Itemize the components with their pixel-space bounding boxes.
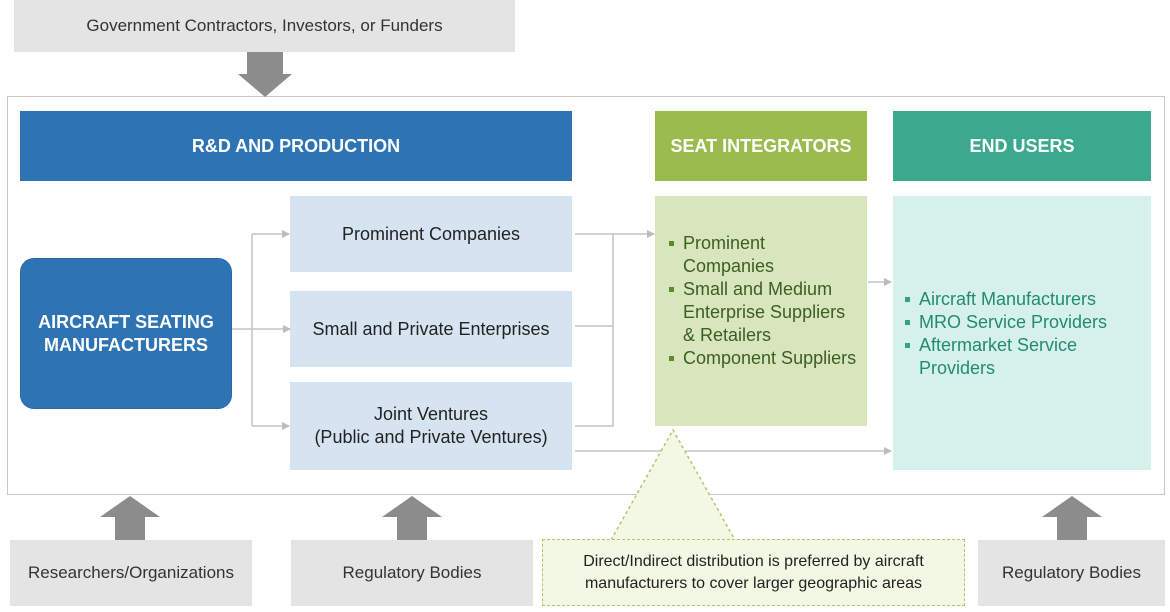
list-item: Small and Medium Enterprise Suppliers & … bbox=[669, 278, 857, 347]
regulatory-bodies-label: Regulatory Bodies bbox=[342, 563, 482, 582]
list-item: Aircraft Manufacturers bbox=[905, 288, 1141, 311]
distribution-note-text: Direct/Indirect distribution is preferre… bbox=[583, 552, 924, 592]
researchers-box: Researchers/Organizations bbox=[10, 540, 252, 606]
list-item: MRO Service Providers bbox=[905, 311, 1141, 334]
regulatory-bodies-box-1: Regulatory Bodies bbox=[291, 540, 533, 606]
up-arrow-icon bbox=[100, 496, 160, 540]
joint-ventures-label: Joint Ventures bbox=[373, 404, 489, 424]
rd-production-header-label: R&D AND PRODUCTION bbox=[191, 135, 401, 156]
joint-ventures-box: Joint Ventures (Public and Private Ventu… bbox=[290, 382, 572, 470]
prominent-companies-label: Prominent Companies bbox=[341, 223, 521, 244]
seat-integrators-body: Prominent Companies Small and Medium Ent… bbox=[655, 196, 867, 426]
manufacturer-label: AIRCRAFT SEATING MANUFACTURERS bbox=[38, 311, 214, 355]
distribution-note: Direct/Indirect distribution is preferre… bbox=[542, 539, 965, 606]
up-arrow-icon bbox=[382, 496, 442, 540]
researchers-label: Researchers/Organizations bbox=[28, 563, 234, 582]
small-private-enterprises-label: Small and Private Enterprises bbox=[312, 318, 550, 339]
aircraft-seating-manufacturers-box: AIRCRAFT SEATING MANUFACTURERS bbox=[20, 258, 232, 409]
small-private-enterprises-box: Small and Private Enterprises bbox=[290, 291, 572, 367]
joint-ventures-sublabel: (Public and Private Ventures) bbox=[314, 427, 548, 447]
prominent-companies-box: Prominent Companies bbox=[290, 196, 572, 272]
end-users-header: END USERS bbox=[893, 111, 1151, 181]
list-item: Component Suppliers bbox=[669, 347, 857, 370]
seat-integrators-header-label: SEAT INTEGRATORS bbox=[670, 135, 852, 156]
end-users-body: Aircraft Manufacturers MRO Service Provi… bbox=[893, 196, 1151, 470]
regulatory-bodies-label: Regulatory Bodies bbox=[1002, 563, 1141, 582]
end-users-header-label: END USERS bbox=[969, 135, 1075, 156]
down-arrow-icon bbox=[238, 52, 292, 97]
top-source-label: Government Contractors, Investors, or Fu… bbox=[86, 16, 443, 35]
up-arrow-icon bbox=[1042, 496, 1102, 540]
callout-pointer bbox=[610, 428, 736, 541]
end-users-list: Aircraft Manufacturers MRO Service Provi… bbox=[905, 288, 1141, 380]
list-item: Prominent Companies bbox=[669, 232, 857, 278]
top-source-box: Government Contractors, Investors, or Fu… bbox=[14, 0, 515, 52]
regulatory-bodies-box-2: Regulatory Bodies bbox=[978, 540, 1165, 606]
seat-integrators-list: Prominent Companies Small and Medium Ent… bbox=[669, 232, 857, 370]
list-item: Aftermarket Service Providers bbox=[905, 334, 1141, 380]
connector-prod-spine bbox=[575, 233, 614, 427]
rd-production-header: R&D AND PRODUCTION bbox=[20, 111, 572, 181]
seat-integrators-header: SEAT INTEGRATORS bbox=[655, 111, 867, 181]
